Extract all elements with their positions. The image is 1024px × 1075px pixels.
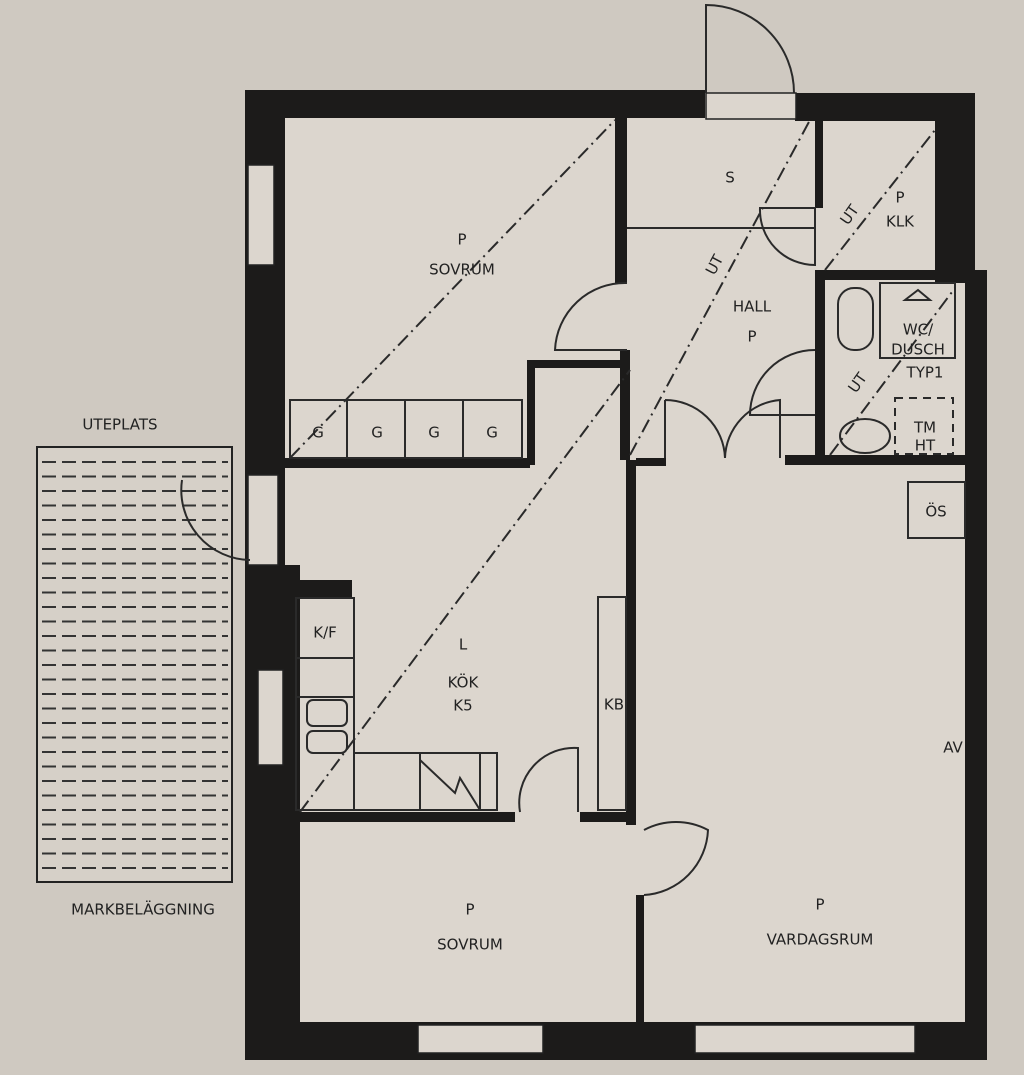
patio [36, 446, 233, 883]
patio-surface: MARKBELÄGGNING [71, 900, 215, 919]
bedroom-bottom-code: P [465, 901, 474, 919]
appliance-ht: HT [915, 437, 936, 455]
living-code: P [815, 896, 824, 914]
bathroom-line2: DUSCH [891, 341, 945, 359]
bedroom-bottom-name: SOVRUM [437, 936, 503, 954]
diagonal-markers [289, 119, 956, 813]
windows [247, 92, 916, 1054]
kitchen-code: L [459, 636, 468, 654]
hall-name: HALL [733, 298, 772, 316]
bedroom-top-code: P [457, 231, 466, 249]
bathroom-type: TYP1 [906, 364, 944, 382]
living-name: VARDAGSRUM [767, 931, 874, 949]
room-labels: P SOVRUM S P KLK HALL P WC/ DUSCH TYP1 T… [71, 169, 963, 954]
wardrobe-label: G [486, 424, 498, 442]
closet-name: KLK [886, 213, 915, 231]
wardrobe-label: G [428, 424, 440, 442]
closet-code: P [895, 189, 904, 207]
kitchen-name: KÖK [448, 673, 480, 692]
kitchen-sub: K5 [453, 697, 472, 715]
cabinet-label: KB [604, 696, 624, 714]
fridge-label: K/F [313, 624, 337, 642]
appliance-tm: TM [913, 419, 936, 437]
hall-code: P [747, 328, 756, 346]
bedroom-top-name: SOVRUM [429, 261, 495, 279]
patio-title: UTEPLATS [82, 416, 157, 434]
fixtures [289, 282, 966, 811]
wardrobe-label: G [312, 424, 324, 442]
os-label: ÖS [925, 502, 946, 521]
bathroom-line1: WC/ [903, 321, 934, 339]
wardrobe-label: G [371, 424, 383, 442]
storage-code: S [725, 169, 735, 187]
av-label: AV [943, 739, 963, 757]
doors [180, 3, 816, 896]
